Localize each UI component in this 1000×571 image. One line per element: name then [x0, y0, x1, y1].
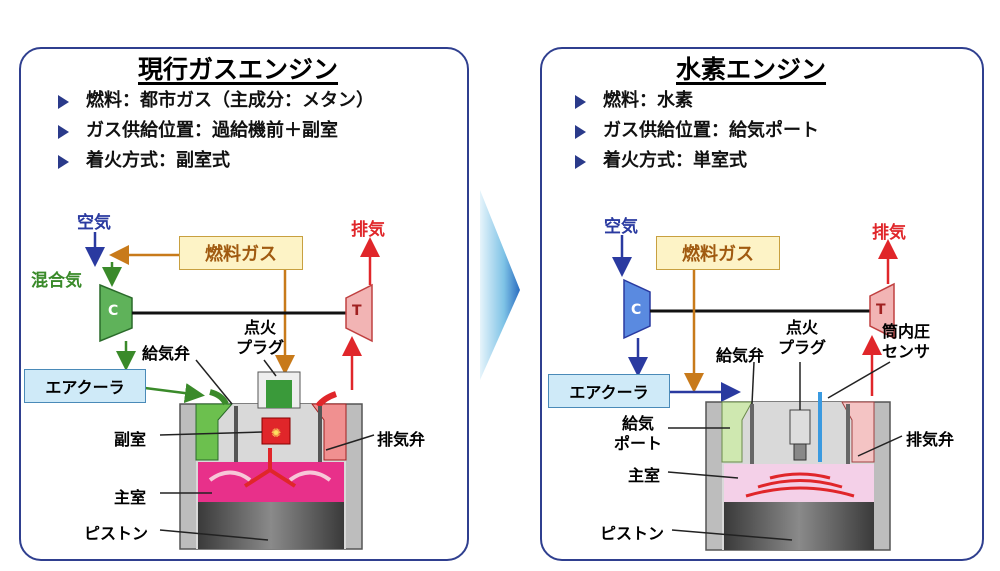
label-spark-plug: 点火 プラグ	[778, 318, 827, 357]
label-exhaust: 排気	[872, 223, 906, 243]
label-piston: ピストン	[600, 524, 665, 543]
fuel-gas-box: 燃料ガス	[656, 236, 780, 270]
spec-item: ガス供給位置：過給機前＋副室	[58, 116, 374, 146]
label-exhaust: 排気	[351, 220, 385, 240]
label-intake-valve: 給気弁	[142, 344, 191, 363]
label-piston: ピストン	[84, 524, 149, 543]
label-pressure-sensor: 筒内圧 センサ	[882, 322, 931, 361]
svg-text:✺: ✺	[271, 426, 281, 440]
panel-title: 水素エンジン	[676, 55, 827, 84]
label-exhaust-valve: 排気弁	[906, 430, 955, 449]
air-cooler-box: エアクーラ	[548, 374, 670, 408]
label-turbine: T	[352, 303, 362, 319]
label-air: 空気	[604, 217, 638, 237]
spec-item: 燃料：水素	[575, 86, 819, 116]
piston	[724, 502, 874, 550]
panel-title: 現行ガスエンジン	[138, 55, 339, 84]
spec-item: ガス供給位置：給気ポート	[575, 116, 819, 146]
spec-item: 燃料：都市ガス（主成分：メタン）	[58, 86, 374, 116]
fuel-gas-box: 燃料ガス	[179, 236, 303, 270]
label-main-chamber: 主室	[114, 488, 147, 507]
spec-item: 着火方式：副室式	[58, 146, 374, 176]
label-compressor: C	[631, 302, 642, 318]
turbine	[345, 283, 373, 343]
piston	[198, 502, 344, 549]
spec-list: 燃料：都市ガス（主成分：メタン） ガス供給位置：過給機前＋副室 着火方式：副室式	[58, 86, 374, 176]
label-intake-valve: 給気弁	[716, 346, 765, 365]
label-air: 空気	[77, 213, 111, 233]
compressor	[99, 283, 133, 343]
label-spark-plug: 点火 プラグ	[236, 318, 285, 357]
label-mixture: 混合気	[31, 271, 82, 291]
label-intake-port: 給気 ポート	[614, 414, 663, 453]
label-sub-chamber: 副室	[114, 430, 147, 449]
label-turbine: T	[876, 302, 886, 318]
air-cooler-box: エアクーラ	[24, 369, 146, 403]
turbine	[869, 282, 895, 340]
label-exhaust-valve: 排気弁	[377, 430, 426, 449]
spec-list: 燃料：水素 ガス供給位置：給気ポート 着火方式：単室式	[575, 86, 819, 176]
panel-current-engine	[19, 47, 469, 561]
label-main-chamber: 主室	[628, 466, 661, 485]
spec-item: 着火方式：単室式	[575, 146, 819, 176]
label-compressor: C	[108, 303, 119, 319]
compressor	[623, 278, 651, 340]
